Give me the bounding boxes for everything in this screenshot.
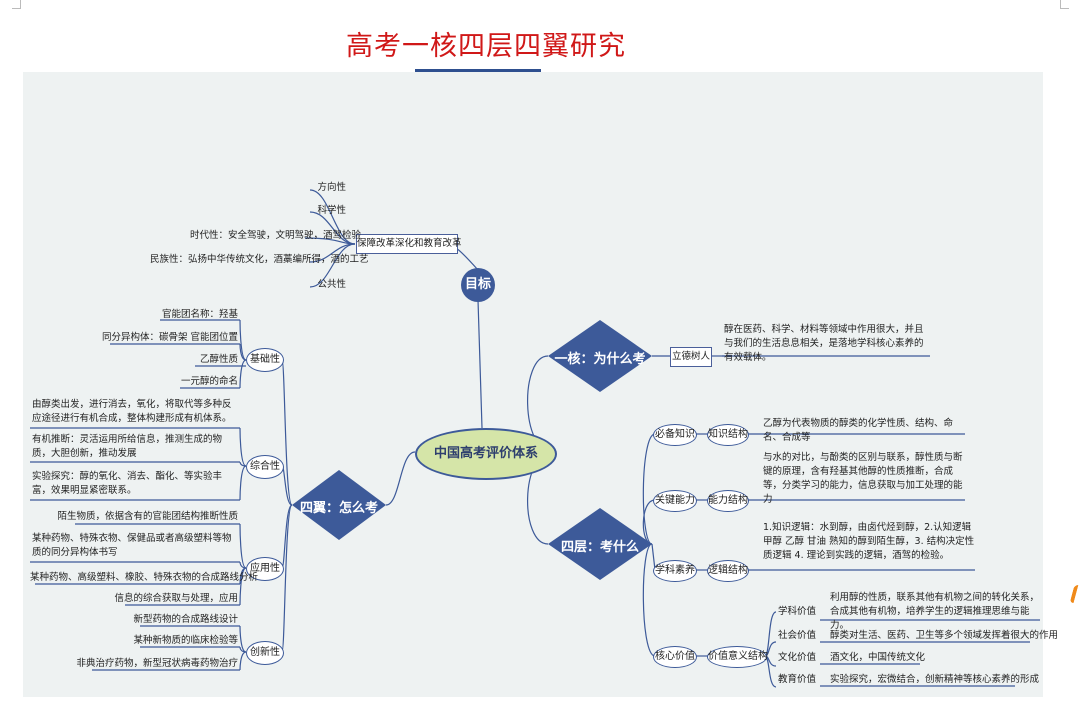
layer-item: 关键能力: [653, 490, 697, 512]
layer-sub: 价值意义结构: [707, 646, 768, 668]
layer-item: 必备知识: [653, 424, 697, 446]
goal-leaf: 时代性：安全驾驶，文明驾驶，酒驾检验: [190, 230, 362, 241]
goal-reform-box: 保障改革深化和教育改革: [356, 234, 462, 254]
page-corner-mark: [1060, 0, 1069, 9]
value-text: 利用醇的性质，联系其他有机物之间的转化关系，合成其他有机物，培养学生的逻辑推理思…: [830, 592, 1040, 631]
value-text: 醇类对生活、医药、卫生等多个领域发挥着很大的作用: [830, 630, 1059, 641]
layer-text: 与水的对比，与酚类的区别与联系，醇性质与断键的原理，含有羟基其他醇的性质推断，合…: [763, 452, 963, 505]
wing-category: 创新性: [246, 641, 284, 665]
goal-leaf: 民族性：弘扬中华传统文化，酒藁编所得，酒的工艺: [150, 254, 369, 265]
layer-sub: 能力结构: [707, 490, 749, 512]
wing-category: 综合性: [246, 455, 284, 479]
layer-sub: 逻辑结构: [707, 560, 749, 582]
wing-category: 基础性: [246, 348, 284, 372]
core-diamond-label: 一核：为什么考: [554, 352, 646, 367]
wing-leaf: 有机推断：灵活运用所给信息，推测生成的物质，大胆创新，推动发展: [32, 434, 223, 459]
wing-leaf: 信息的综合获取与处理，应用: [114, 593, 238, 604]
value-key: 社会价值: [778, 630, 817, 641]
wing-leaf: 某种药物、高级塑料、橡胶、特殊衣物的合成路线分析: [30, 572, 259, 583]
wing-leaf: 新型药物的合成路线设计: [133, 614, 238, 625]
wings-diamond: [292, 470, 386, 540]
wing-leaf: 陌生物质，依据含有的官能团结构推断性质: [57, 511, 238, 522]
value-key: 学科价值: [778, 606, 817, 617]
layer-text: 乙醇为代表物质的醇类的化学性质、结构、命名、合成等: [763, 418, 954, 443]
layer-item: 核心价值: [653, 646, 697, 668]
core-node-box: 立德树人: [670, 347, 712, 367]
wing-leaf: 同分异构体：碳骨架 官能团位置: [101, 332, 238, 343]
wing-leaf: 乙醇性质: [199, 354, 238, 365]
wing-leaf: 实验探究：醇的氧化、消去、酯化、等实验丰富，效果明显紧密联系。: [32, 471, 223, 496]
title-underline: [415, 69, 541, 72]
page-title: 高考一核四层四翼研究: [346, 31, 626, 62]
wing-leaf: 官能团名称：羟基: [161, 309, 238, 320]
wing-leaf: 某种药物、特殊衣物、保健品或者高级塑料等物质的同分异构体书写: [32, 533, 232, 558]
page-corner-mark: [12, 0, 21, 9]
wings-diamond-label: 四翼：怎么考: [299, 501, 378, 516]
core-diamond: [548, 320, 652, 392]
wing-category: 应用性: [246, 557, 284, 581]
wing-leaf: 非典治疗药物，新型冠状病毒药物治疗: [76, 658, 238, 669]
layer-sub: 知识结构: [707, 424, 749, 446]
core-text: 醇在医药、科学、材料等领域中作用很大，并且与我们的生活息息相关，是落地学科核心素…: [724, 324, 924, 363]
center-node: 中国高考评价体系: [415, 428, 557, 480]
wing-leaf: 一元醇的命名: [180, 376, 238, 387]
wing-leaf: 某种新物质的临床检验等: [133, 635, 238, 646]
layer-item: 学科素养: [653, 560, 697, 582]
goal-leaf: 科学性: [317, 205, 346, 216]
goal-node: 目标: [461, 268, 495, 302]
value-key: 教育价值: [778, 674, 817, 685]
layers-diamond: [548, 508, 652, 580]
wing-leaf: 由醇类出发，进行消去，氧化，将取代等多种反应途径进行有机合成，整体构建形成有机体…: [32, 399, 232, 424]
mind-map-canvas: [23, 72, 1043, 697]
value-text: 实验探究，宏微结合，创新精神等核心素养的形成: [830, 674, 1040, 685]
layers-diamond-label: 四层：考什么: [560, 540, 639, 555]
value-text: 酒文化，中国传统文化: [830, 652, 926, 663]
value-key: 文化价值: [778, 652, 817, 663]
goal-leaf: 公共性: [317, 279, 346, 290]
goal-leaf: 方向性: [317, 182, 346, 193]
layer-text: 1.知识逻辑：水到醇，由卤代烃到醇，2.认知逻辑甲醇 乙醇 甘油 熟知的醇到陌生…: [763, 522, 975, 561]
